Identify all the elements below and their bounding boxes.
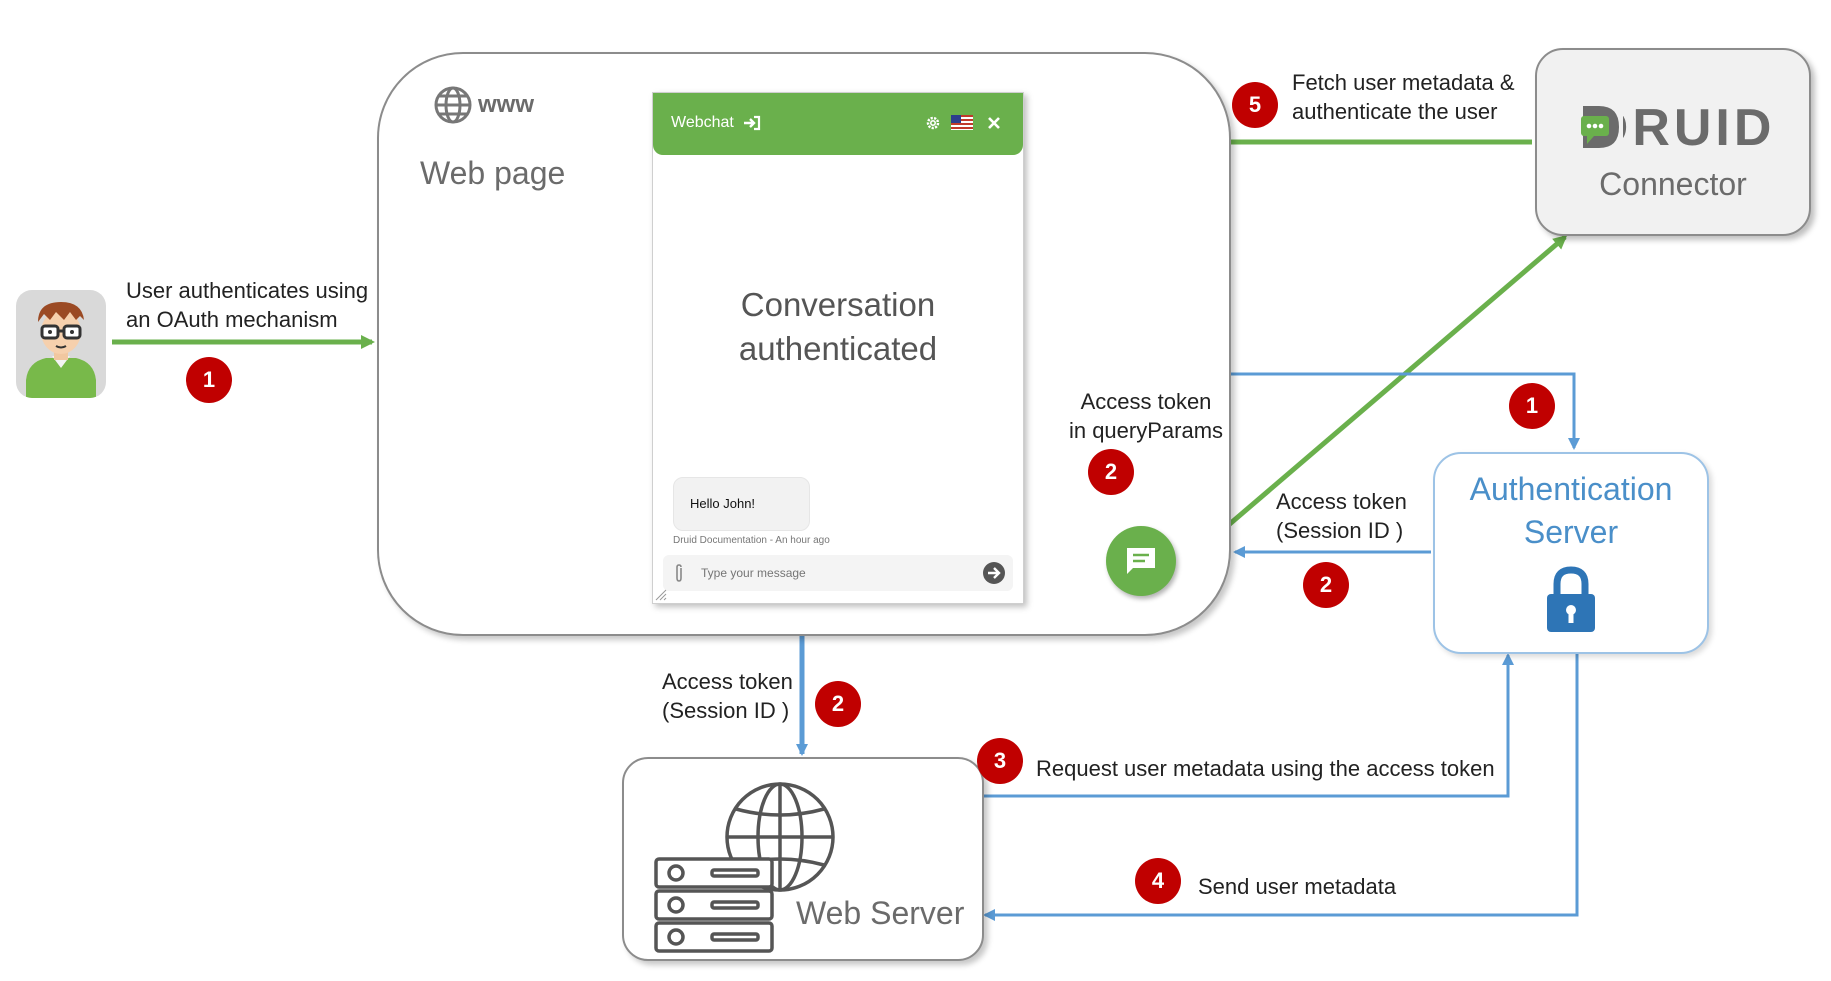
paperclip-icon[interactable] bbox=[673, 563, 685, 583]
step-badge-auth-out: 2 bbox=[1303, 562, 1349, 608]
globe-icon bbox=[434, 86, 472, 124]
druid-logo-icon bbox=[1581, 106, 1619, 148]
queryparams-label: Access token in queryParams bbox=[1068, 389, 1224, 443]
arrow-launcher-to-connector bbox=[1188, 235, 1568, 560]
auth-server-label: Authentication Server bbox=[1469, 471, 1673, 550]
step-badge-request: 3 bbox=[977, 738, 1023, 784]
user-auth-label: User authenticates using an OAuth mechan… bbox=[126, 278, 369, 332]
step-badge-auth-in: 1 bbox=[1509, 383, 1555, 429]
conversation-status: Conversation authenticated bbox=[738, 286, 938, 367]
send-arrow-icon[interactable] bbox=[982, 561, 1006, 585]
web-server: Web Server bbox=[622, 757, 984, 961]
step-badge-webserver-in: 2 bbox=[815, 681, 861, 727]
webchat-header: Webchat bbox=[653, 93, 1023, 155]
message-meta: Druid Documentation - An hour ago bbox=[673, 535, 830, 546]
message-input[interactable] bbox=[699, 561, 953, 585]
www-label: www bbox=[478, 91, 535, 118]
lock-icon bbox=[1547, 566, 1595, 632]
request-metadata-label: Request user metadata using the access t… bbox=[1036, 756, 1495, 781]
message-bubble: Hello John! bbox=[673, 477, 810, 531]
webchat-title: Webchat bbox=[671, 114, 734, 131]
server-globe-icon bbox=[654, 782, 835, 953]
step-badge-connector: 5 bbox=[1232, 82, 1278, 128]
send-metadata-label: Send user metadata bbox=[1198, 874, 1397, 899]
step-badge-send: 4 bbox=[1135, 858, 1181, 904]
connector-label: Connector bbox=[1599, 166, 1747, 202]
arrow-webpage-to-auth bbox=[1229, 372, 1580, 450]
druid-connector: DRUID Connector bbox=[1535, 48, 1811, 236]
auth-token-label: Access token (Session ID ) bbox=[1276, 489, 1407, 543]
message-text: Hello John! bbox=[690, 496, 756, 511]
connector-step-label: Fetch user metadata & authenticate the u… bbox=[1292, 70, 1515, 124]
arrow-webserver-to-auth bbox=[982, 653, 1514, 798]
sign-in-icon[interactable] bbox=[743, 115, 761, 131]
webserver-token-label: Access token (Session ID ) bbox=[662, 669, 793, 723]
user-avatar-icon bbox=[26, 302, 96, 398]
webchat-widget: Webchat Conversation authenticated Hello… bbox=[652, 92, 1024, 604]
authentication-server: Authentication Server bbox=[1433, 452, 1709, 654]
webpage-title: Web page bbox=[420, 155, 566, 191]
chat-launcher[interactable] bbox=[1106, 526, 1176, 596]
chat-bubble-icon bbox=[1127, 548, 1155, 574]
druid-logo-text: DRUID bbox=[1590, 99, 1776, 157]
close-icon[interactable] bbox=[987, 116, 1001, 130]
user-avatar bbox=[16, 290, 106, 398]
web-server-label: Web Server bbox=[796, 895, 965, 931]
step-badge-user: 1 bbox=[186, 357, 232, 403]
gear-icon[interactable] bbox=[925, 115, 941, 131]
resize-handle-icon[interactable] bbox=[655, 589, 667, 601]
arrow-auth-to-webserver bbox=[983, 652, 1579, 921]
us-flag-icon[interactable] bbox=[951, 115, 973, 130]
message-input-bar bbox=[663, 555, 1013, 591]
step-badge-queryparams: 2 bbox=[1088, 449, 1134, 495]
